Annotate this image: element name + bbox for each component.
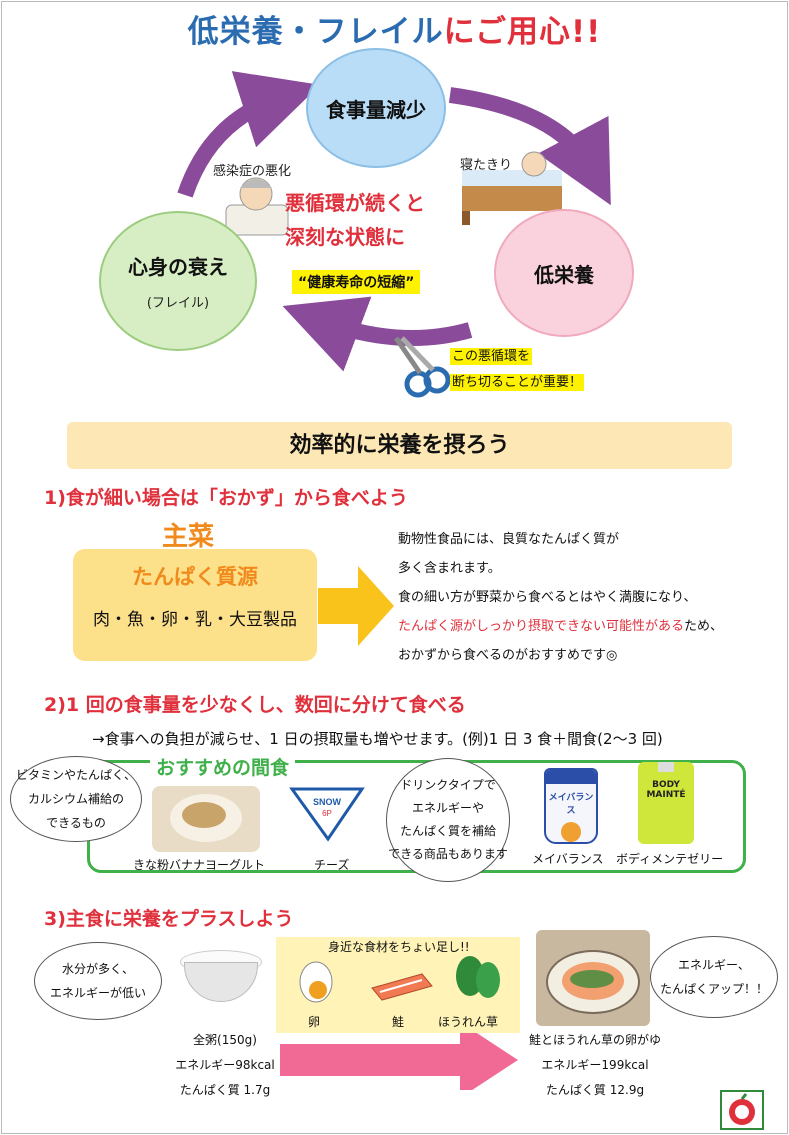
foods-icons (299, 956, 500, 1003)
desc-line5: おかずから食べるのがおすすめです◎ (398, 648, 618, 663)
section2-subtext: →食事への負担が減らせ、1 日の摂取量も増やせます。(例)1 日 3 食＋間食(… (92, 730, 663, 748)
protein-source-box: たんぱく質源 肉・魚・卵・乳・大豆製品 (73, 549, 317, 661)
after-line2: エネルギー199kcal (541, 1058, 649, 1072)
protein-box-items: 肉・魚・卵・乳・大豆製品 (93, 610, 297, 630)
arrow-bottom (282, 296, 473, 372)
vicious-line2: 深刻な状態に (285, 225, 405, 249)
cycle-arrows (177, 71, 611, 398)
after-line1: 鮭とほうれん草の卵がゆ (528, 1033, 661, 1047)
bodymainte-logo1: BODY (652, 780, 680, 790)
desc-line3: 食の細い方が野菜から食べるとはやく満腹になり、 (398, 590, 697, 605)
before-line1: 全粥(150g) (193, 1033, 257, 1047)
cheese-image: SNOW 6P (289, 787, 365, 842)
circle-food-decrease: 食事量減少 (306, 48, 446, 168)
porridge-bubble-left: 水分が多く、 エネルギーが低い (34, 942, 162, 1020)
after-line3: たんぱく質 12.9g (545, 1083, 645, 1097)
snack-title: おすすめの間食 (150, 753, 296, 780)
bubble2-line3: たんぱく質を補給 (399, 824, 496, 838)
healthy-life-label: “健康寿命の短縮” (292, 270, 421, 294)
enriched-porridge-image (536, 930, 650, 1026)
big-arrow-icon (280, 1022, 518, 1090)
bubble2-line1: ドリンクタイプで (400, 778, 496, 792)
title-part3: !! (571, 14, 602, 50)
bodymainte-logo2: MAINTÉ (646, 790, 686, 800)
desc-line4-rest: ため、 (684, 619, 724, 634)
bed-icon (462, 151, 562, 225)
vicious-line1: 悪循環が続くと (285, 191, 425, 215)
desc-line2: 多く含まれます。 (398, 561, 501, 576)
before-info: 全粥(150g) エネルギー98kcal たんぱく質 1.7g (160, 1028, 290, 1103)
main-dish-label: 主菜 (162, 522, 215, 552)
title-part1: 低栄養・フレイル (187, 14, 444, 50)
bubble4-line1: エネルギー、 (678, 958, 750, 972)
cheese-brand: SNOW (313, 797, 342, 807)
circle-right-label: 低栄養 (534, 262, 594, 287)
bubble1-line3: できるもの (46, 816, 106, 830)
section1-heading: 1)食が細い場合は「おかず」から食べよう (44, 487, 408, 509)
bodymainte-image: BODY MAINTÉ (638, 762, 694, 844)
section2-heading: 2)1 回の食事量を少なくし、数回に分けて食べる (44, 694, 466, 716)
section-banner: 効率的に栄養を摂ろう (67, 422, 732, 469)
porridge-bubble-right: エネルギー、 たんぱくアップ！！ (650, 936, 778, 1018)
bubble1-line2: カルシウム補給の (27, 792, 124, 806)
salmon-icon (371, 973, 433, 1001)
bubble1-line1: ビタミンやたんぱく、 (15, 768, 136, 782)
cheese-sub: 6P (322, 809, 332, 818)
circle-malnutrition: 低栄養 (494, 209, 634, 337)
desc-line4-red: たんぱく源がしっかり摂取できない可能性がある (398, 619, 685, 634)
after-info: 鮭とほうれん草の卵がゆ エネルギー199kcal たんぱく質 12.9g (520, 1028, 670, 1103)
spinach-icon (456, 956, 500, 998)
snack-bubble-right: ドリンクタイプで エネルギーや たんぱく質を補給 できる商品もあります (386, 758, 510, 882)
maybalance-image: メイバランス (544, 768, 598, 844)
before-line2: エネルギー98kcal (175, 1058, 275, 1072)
food-label-spinach: ほうれん草 (438, 1015, 499, 1029)
snack-bubble-left: ビタミンやたんぱく、 カルシウム補給の できるもの (10, 756, 142, 842)
before-line3: たんぱく質 1.7g (179, 1083, 271, 1097)
bubble3-line1: 水分が多く、 (61, 962, 134, 976)
food-label-salmon: 鮭 (392, 1015, 405, 1029)
cut-line1: この悪循環を (450, 348, 533, 365)
circle-top-label: 食事量減少 (326, 97, 426, 122)
snack-caption-4: ボディメンテゼリー (616, 852, 724, 866)
yogurt-image (152, 786, 260, 852)
maybalance-logo: メイバランス (548, 793, 594, 816)
circle-frailty: 心身の衰え (フレイル) (99, 211, 257, 351)
snack-caption-1: きな粉バナナヨーグルト (133, 858, 266, 872)
bubble4-line2: たんぱくアップ！！ (659, 982, 768, 996)
food-label-egg: 卵 (308, 1015, 321, 1029)
title-part2: にご用心 (443, 14, 572, 50)
section3-heading: 3)主食に栄養をプラスしよう (44, 908, 294, 930)
sick-person-icon (225, 177, 289, 236)
infection-label: 感染症の悪化 (213, 164, 292, 179)
snack-caption-2: チーズ (314, 858, 350, 872)
protein-box-title: たんぱく質源 (132, 565, 258, 589)
arrow-left-up (177, 71, 321, 198)
circle-left-label: 心身の衰え (128, 255, 228, 279)
arrow-top-right (448, 87, 611, 206)
scissors-icon (393, 336, 451, 398)
bedridden-label: 寝たきり (460, 158, 513, 173)
snack-caption-3: メイバランス (532, 852, 604, 866)
add-foods-heading: 身近な食材をちょい足し!! (328, 940, 470, 954)
bubble2-line2: エネルギーや (411, 801, 484, 815)
desc-line1: 動物性食品には、良質なたんぱく質が (398, 532, 620, 547)
page-title: 低栄養・フレイルにご用心!! (0, 6, 789, 51)
vicious-cycle-text: 悪循環が続くと 深刻な状態に (285, 186, 475, 254)
right-arrow-icon (318, 566, 394, 646)
egg-icon (299, 961, 333, 1003)
section1-description: 動物性食品には、良質なたんぱく質が 多く含まれます。 食の細い方が野菜から食べる… (398, 525, 723, 670)
cut-line2: 断ち切ることが重要！ (450, 374, 585, 391)
bubble3-line2: エネルギーが低い (49, 986, 146, 1000)
cut-cycle-note: この悪循環を 断ち切ることが重要！ (450, 344, 585, 396)
apple-logo-icon (720, 1090, 764, 1130)
bubble2-line4: できる商品もあります (388, 847, 508, 861)
circle-left-sub: (フレイル) (146, 296, 210, 311)
